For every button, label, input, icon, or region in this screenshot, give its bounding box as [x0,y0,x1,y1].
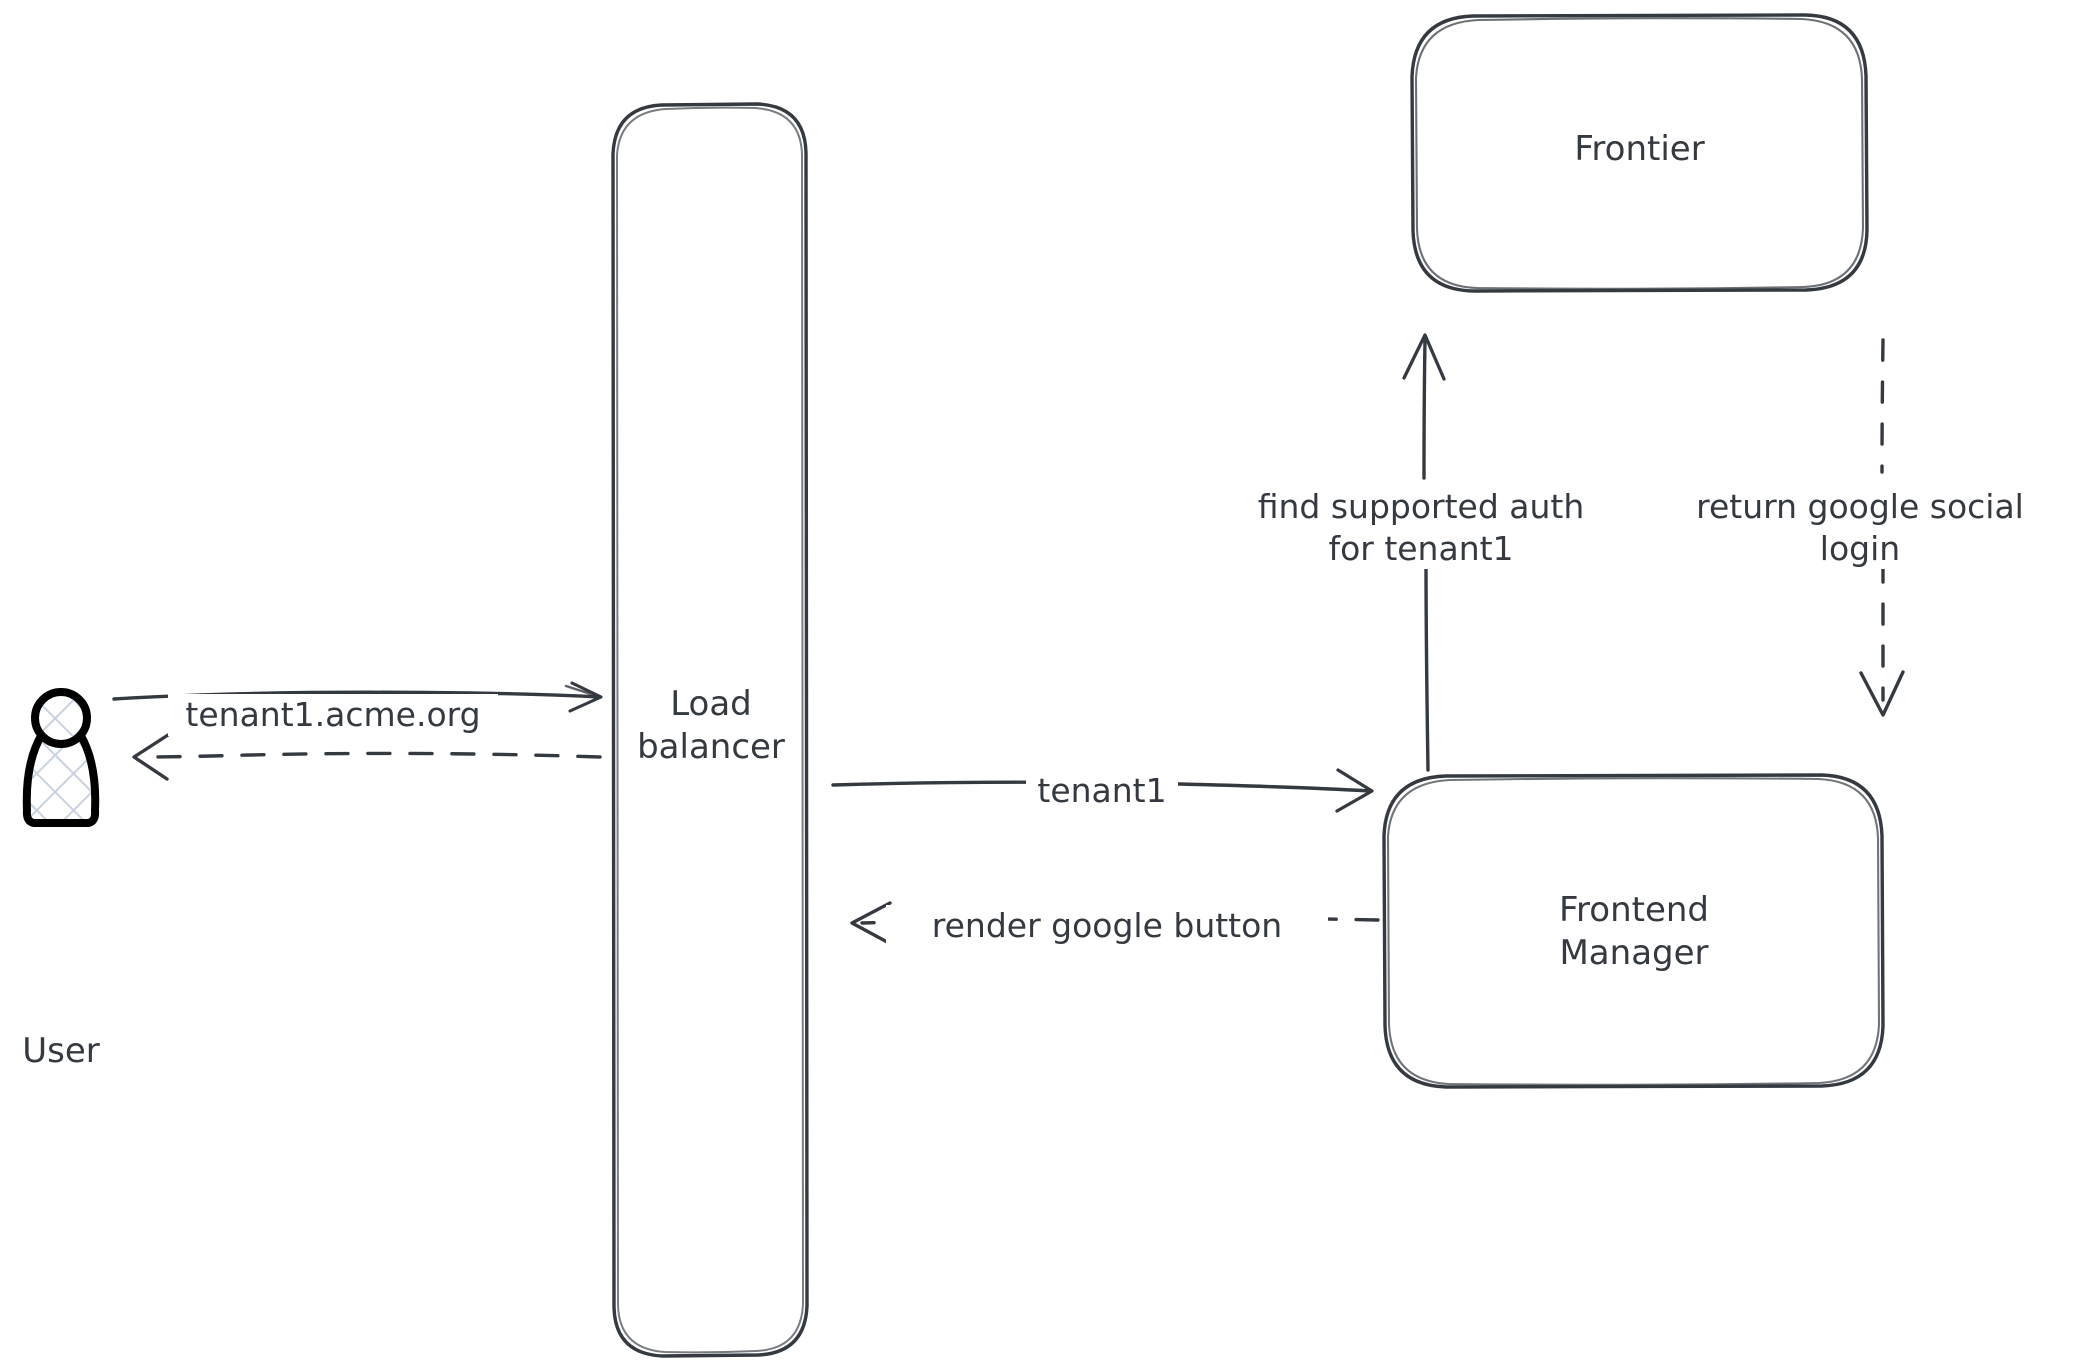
edge-user-to-lb [112,681,603,713]
node-frontend-manager[interactable] [1382,773,1885,1089]
edge-fm-to-lb [850,901,1380,945]
edge-lb-to-user [132,733,602,781]
edge-fm-to-frontier [1402,333,1446,772]
edge-frontier-to-fm [1859,338,1905,717]
node-load-balancer[interactable] [611,102,809,1358]
actor-user[interactable] [22,688,100,827]
edge-lb-to-fm [831,768,1374,813]
node-frontier[interactable] [1410,13,1869,293]
